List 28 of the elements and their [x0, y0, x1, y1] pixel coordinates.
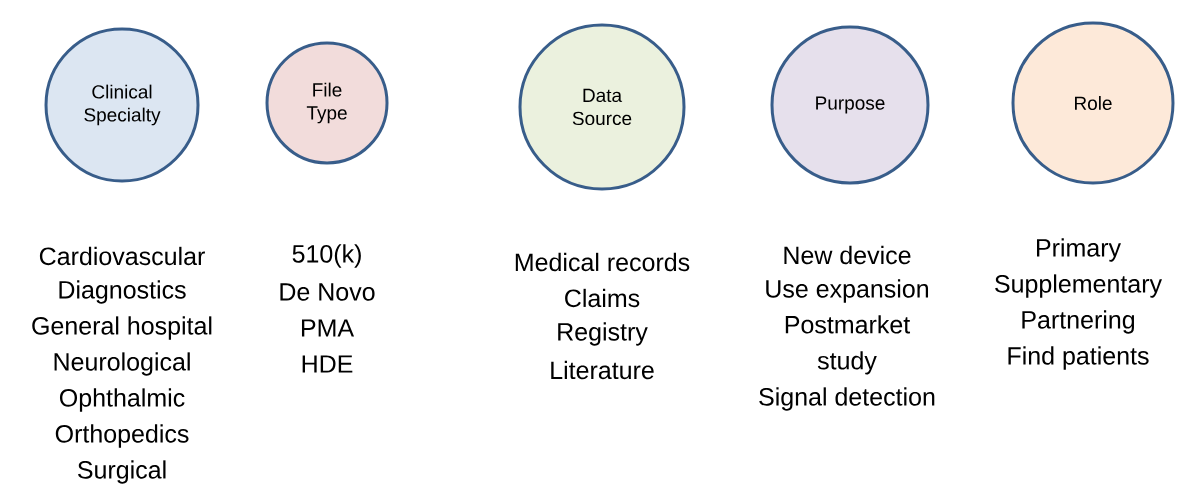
list-item: PMA — [302, 319, 355, 337]
list-item: Claims — [565, 288, 640, 308]
list-item: Signal detection — [759, 387, 935, 411]
list-item: Ophthalmic — [59, 388, 185, 412]
list-item: HDE — [302, 355, 353, 373]
list-item: New device — [784, 245, 911, 265]
list-item: Literature — [551, 360, 654, 380]
list-item: De Novo — [280, 283, 375, 301]
list-item: Use expansion — [766, 279, 928, 303]
list-item: Orthopedics — [55, 424, 189, 448]
list-item: General hospital — [32, 316, 212, 340]
circle-node: Data Source — [518, 23, 686, 191]
circle-node: File Type — [265, 41, 389, 165]
list-item: Postmarket study — [785, 315, 910, 375]
circle-node: Purpose — [770, 25, 930, 185]
list-item: Partnering — [1022, 310, 1135, 334]
list-item: Supplementary — [995, 274, 1162, 298]
list-item: Diagnostics — [59, 280, 186, 304]
list-item: Find patients — [1008, 346, 1149, 370]
list-item: 510(k) — [292, 244, 361, 268]
list-item: Registry — [558, 322, 648, 346]
list-item: Cardiovascular — [39, 246, 205, 266]
list-item: Surgical — [78, 460, 166, 484]
list-item: Primary — [1037, 238, 1121, 262]
circle-node: Clinical Specialty — [44, 27, 200, 183]
list-item: Neurological — [54, 352, 190, 376]
circle-node: Role — [1011, 21, 1175, 185]
list-item: Medical records — [515, 252, 690, 272]
